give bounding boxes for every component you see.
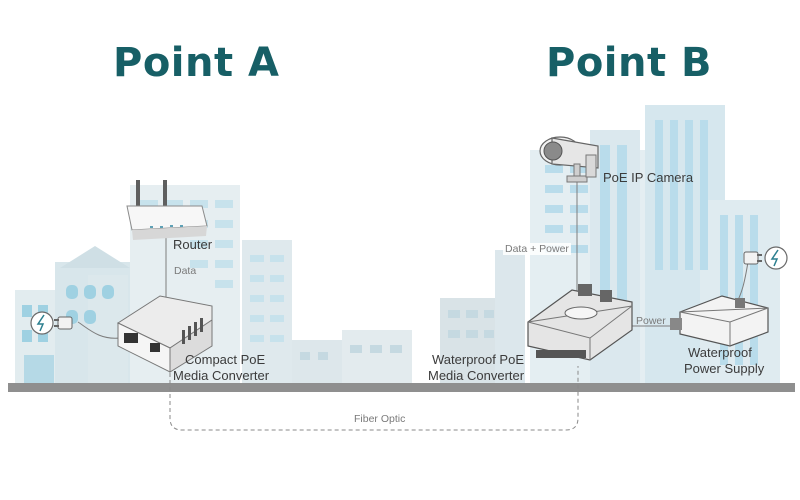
city-skyline-background	[15, 105, 780, 385]
point-a-title: Point A	[113, 40, 280, 86]
poe-ip-camera-label: PoE IP Camera	[603, 170, 694, 185]
compact-converter-label-line2: Media Converter	[173, 368, 270, 383]
data-power-link-label: Data + Power	[503, 243, 571, 255]
router-label: Router	[173, 237, 213, 252]
poe-ip-camera-icon	[539, 136, 599, 183]
power-plug-icon-right	[743, 246, 788, 270]
router-icon	[126, 180, 208, 240]
point-b-title: Point B	[546, 40, 713, 86]
waterproof-power-supply-icon	[670, 295, 769, 347]
data-link-label: Data	[174, 265, 197, 277]
fiber-optic-label: Fiber Optic	[352, 413, 408, 425]
power-link-label: Power	[636, 315, 666, 327]
compact-converter-label-line1: Compact PoE	[185, 352, 266, 367]
power-supply-label-line1: Waterproof	[688, 345, 752, 360]
waterproof-converter-label-line2: Media Converter	[428, 368, 525, 383]
waterproof-converter-label-line1: Waterproof PoE	[432, 352, 525, 367]
ground-line	[8, 383, 795, 392]
power-plug-icon-left	[30, 311, 73, 335]
fiber-optic-cable	[169, 366, 579, 431]
compact-poe-converter-icon	[116, 295, 213, 373]
waterproof-poe-converter-icon	[527, 284, 633, 361]
power-supply-label-line2: Power Supply	[684, 361, 765, 376]
connection-lines	[77, 182, 749, 431]
